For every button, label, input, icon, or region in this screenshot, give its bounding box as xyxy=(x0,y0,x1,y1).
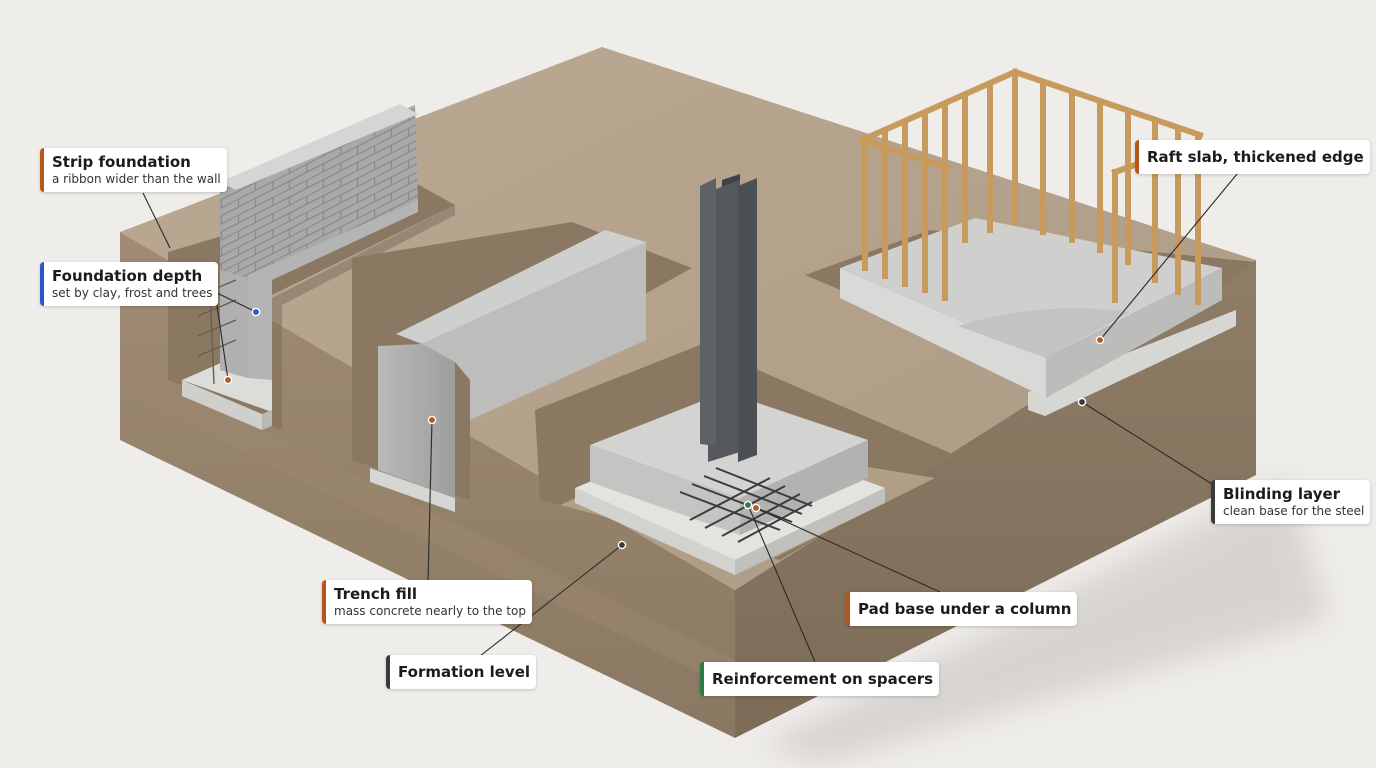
steel-column-flange-right xyxy=(738,178,757,462)
raft-blinding xyxy=(1028,310,1236,416)
block-wall-top xyxy=(220,104,418,190)
strip-footing-front xyxy=(182,380,262,430)
label-blinding-layer: Blinding layer clean base for the steel xyxy=(1211,480,1370,524)
label-trench-fill-title: Trench fill xyxy=(334,585,418,603)
strip-trench-floor xyxy=(170,205,455,430)
label-pad-base: Pad base under a column xyxy=(846,592,1077,626)
strip-footing-side xyxy=(262,410,272,430)
label-trench-fill-sub: mass concrete nearly to the top xyxy=(334,604,527,618)
label-blinding-layer-title: Blinding layer xyxy=(1223,485,1341,503)
block-wall-below-ground xyxy=(220,270,248,378)
leader-lines xyxy=(142,167,1243,663)
block-wall-right xyxy=(248,200,418,380)
label-formation-level: Formation level xyxy=(386,655,536,689)
label-strip-foundation: Strip foundation a ribbon wider than the… xyxy=(40,148,227,192)
label-reinforcement-title: Reinforcement on spacers xyxy=(712,670,934,688)
trench-fill-top xyxy=(396,230,646,344)
trench-fill-side xyxy=(422,242,646,420)
trench-fill-front xyxy=(378,344,455,498)
marker-dots xyxy=(223,307,1105,550)
label-foundation-depth: Foundation depth set by clay, frost and … xyxy=(40,262,218,306)
label-strip-foundation-sub: a ribbon wider than the wall xyxy=(52,172,221,186)
label-reinforcement: Reinforcement on spacers xyxy=(700,662,939,696)
label-trench-fill: Trench fill mass concrete nearly to the … xyxy=(322,580,532,624)
raft-slab-edge-front xyxy=(1046,268,1222,398)
raft-slab-edge-left xyxy=(840,268,1046,398)
steel-column-flange-front xyxy=(700,178,716,446)
raft-thickened-edge xyxy=(958,308,1130,358)
label-strip-foundation-title: Strip foundation xyxy=(52,153,191,171)
label-formation-level-title: Formation level xyxy=(398,663,531,681)
trench-fill-blinding xyxy=(370,468,455,512)
label-pad-base-title: Pad base under a column xyxy=(858,600,1072,618)
pad-blinding-front xyxy=(575,488,735,575)
pad-concrete-side xyxy=(740,440,868,535)
formation-layer-band xyxy=(120,360,735,690)
label-raft-slab: Raft slab, thickened edge xyxy=(1135,140,1370,174)
label-foundation-depth-sub: set by clay, frost and trees xyxy=(52,286,213,300)
pad-blinding-side xyxy=(735,488,885,575)
label-foundation-depth-title: Foundation depth xyxy=(52,267,203,285)
label-raft-slab-title: Raft slab, thickened edge xyxy=(1147,148,1364,166)
label-blinding-layer-sub: clean base for the steel xyxy=(1223,504,1365,518)
